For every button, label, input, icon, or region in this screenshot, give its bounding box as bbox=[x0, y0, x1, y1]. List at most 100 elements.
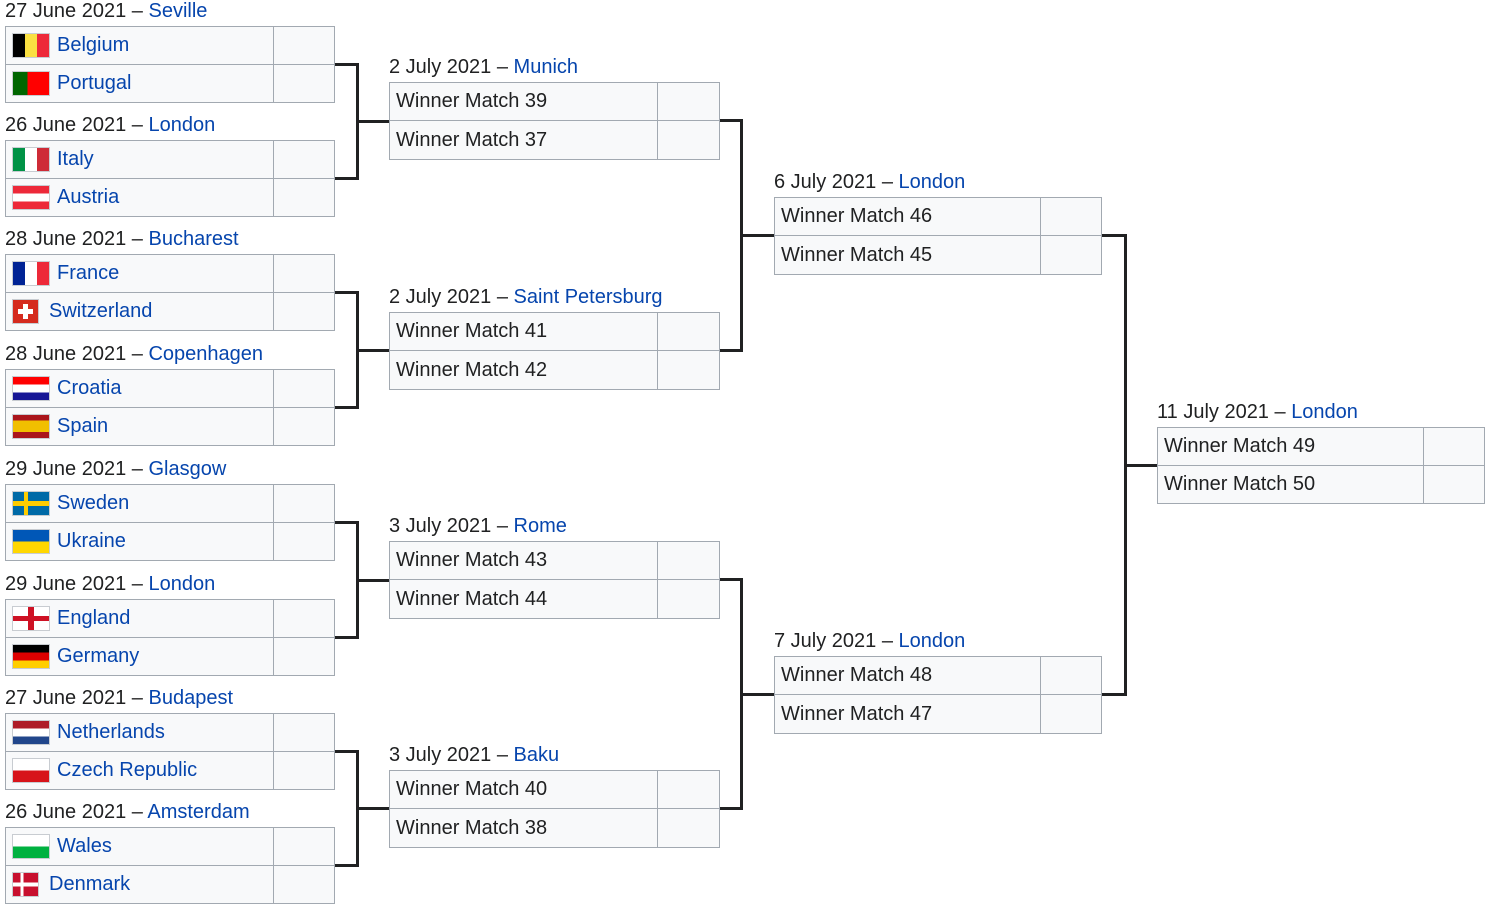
team-name-link[interactable]: Croatia bbox=[57, 377, 122, 399]
qf-match-4-team-2: Winner Match 38 bbox=[389, 808, 658, 848]
team-name-link[interactable]: Czech Republic bbox=[57, 759, 198, 781]
team-name-link[interactable]: Italy bbox=[57, 148, 94, 170]
venue-link[interactable]: Budapest bbox=[148, 687, 233, 709]
sf-match-2-header: 7 July 2021 – London bbox=[774, 630, 965, 652]
match-date: 28 June 2021 bbox=[5, 343, 127, 365]
r16-match-2-score-2 bbox=[273, 178, 335, 217]
sf-match-2-team-2: Winner Match 47 bbox=[774, 694, 1041, 734]
r16-match-3-team-2: Switzerland bbox=[5, 292, 274, 331]
venue-link[interactable]: London bbox=[148, 573, 216, 595]
venue-link[interactable]: London bbox=[1291, 401, 1358, 423]
team-placeholder: Winner Match 40 bbox=[396, 778, 548, 800]
qf-match-4-team-1: Winner Match 40 bbox=[389, 770, 658, 809]
r16-match-5-team-1: Sweden bbox=[5, 484, 274, 523]
portugal-flag-icon bbox=[12, 71, 50, 96]
team-name-link[interactable]: Switzerland bbox=[49, 300, 153, 322]
venue-link[interactable]: Saint Petersburg bbox=[513, 286, 663, 308]
qf-to-sf-connector bbox=[720, 118, 741, 122]
venue-link[interactable]: Rome bbox=[513, 515, 567, 537]
team-name-link[interactable]: Sweden bbox=[57, 492, 130, 514]
qf-match-4-score-2 bbox=[657, 808, 720, 848]
date-separator: – bbox=[491, 286, 514, 308]
venue-link[interactable]: Copenhagen bbox=[148, 343, 264, 365]
sf-match-2-score-1 bbox=[1040, 656, 1102, 695]
team-placeholder: Winner Match 45 bbox=[781, 243, 933, 266]
team-name-link[interactable]: Netherlands bbox=[57, 721, 165, 743]
team-placeholder: Winner Match 38 bbox=[396, 816, 548, 839]
sf-match-1-team-1: Winner Match 46 bbox=[774, 197, 1041, 236]
venue-link[interactable]: Amsterdam bbox=[147, 801, 250, 823]
final-match-1-header: 11 July 2021 – London bbox=[1157, 401, 1358, 423]
r16-match-7-header: 27 June 2021 – Budapest bbox=[5, 687, 233, 709]
date-separator: – bbox=[491, 515, 514, 537]
r16-match-8-team-2: Denmark bbox=[5, 865, 274, 904]
date-separator: – bbox=[491, 56, 514, 78]
date-separator: – bbox=[126, 801, 148, 823]
qf-match-1-score-1 bbox=[657, 82, 720, 121]
sf-to-final-connector bbox=[1102, 233, 1125, 237]
qf-match-1-score-2 bbox=[657, 120, 720, 160]
r16-match-3-header: 28 June 2021 – Bucharest bbox=[5, 228, 239, 250]
match-date: 28 June 2021 bbox=[5, 228, 127, 250]
r16-match-5-header: 29 June 2021 – Glasgow bbox=[5, 458, 226, 480]
team-name-link[interactable]: Ukraine bbox=[57, 530, 126, 552]
team-name-link[interactable]: Germany bbox=[57, 645, 140, 667]
venue-link[interactable]: Baku bbox=[513, 744, 560, 766]
germany-flag-icon bbox=[12, 644, 50, 669]
r16-match-1-team-1: Belgium bbox=[5, 26, 274, 65]
venue-link[interactable]: Glasgow bbox=[148, 458, 227, 480]
date-separator: – bbox=[126, 573, 149, 595]
r16-match-1-header: 27 June 2021 – Seville bbox=[5, 0, 207, 22]
team-placeholder: Winner Match 43 bbox=[396, 549, 548, 571]
r16-to-qf-connector bbox=[357, 578, 389, 582]
date-separator: – bbox=[1268, 401, 1292, 423]
italy-flag-icon bbox=[12, 147, 50, 172]
team-name-link[interactable]: Wales bbox=[57, 835, 112, 857]
r16-to-qf-connector bbox=[335, 863, 357, 867]
team-name-link[interactable]: Spain bbox=[57, 415, 109, 437]
team-name-link[interactable]: Denmark bbox=[49, 873, 131, 895]
r16-match-3-score-2 bbox=[273, 292, 335, 331]
r16-to-qf-connector bbox=[357, 119, 389, 123]
sf-match-1-team-2: Winner Match 45 bbox=[774, 235, 1041, 275]
sf-match-1-score-2 bbox=[1040, 235, 1102, 275]
venue-link[interactable]: Bucharest bbox=[148, 228, 239, 250]
switzerland-flag-icon bbox=[12, 299, 39, 324]
venue-link[interactable]: Seville bbox=[148, 0, 208, 22]
venue-link[interactable]: London bbox=[148, 114, 216, 136]
qf-match-2-team-2: Winner Match 42 bbox=[389, 350, 658, 390]
r16-to-qf-connector bbox=[335, 176, 357, 180]
date-separator: – bbox=[126, 114, 149, 136]
croatia-flag-icon bbox=[12, 376, 50, 401]
ukraine-flag-icon bbox=[12, 529, 50, 554]
venue-link[interactable]: Munich bbox=[513, 56, 579, 78]
england-flag-icon bbox=[12, 606, 50, 631]
sf-match-1-header: 6 July 2021 – London bbox=[774, 171, 965, 193]
r16-to-qf-connector bbox=[335, 405, 357, 409]
match-date: 3 July 2021 bbox=[389, 744, 492, 766]
r16-to-qf-connector bbox=[335, 520, 357, 524]
final-match-1-team-2: Winner Match 50 bbox=[1157, 465, 1424, 504]
date-separator: – bbox=[491, 744, 514, 766]
qf-match-2-score-1 bbox=[657, 312, 720, 351]
r16-match-4-team-2: Spain bbox=[5, 407, 274, 446]
qf-match-3-team-2: Winner Match 44 bbox=[389, 579, 658, 619]
sf-match-1-score-1 bbox=[1040, 197, 1102, 236]
team-name-link[interactable]: France bbox=[57, 262, 120, 284]
r16-match-1-score-1 bbox=[273, 26, 335, 65]
team-name-link[interactable]: Belgium bbox=[57, 34, 130, 56]
venue-link[interactable]: London bbox=[898, 171, 966, 193]
qf-match-3-score-1 bbox=[657, 541, 720, 580]
team-name-link[interactable]: Portugal bbox=[57, 72, 132, 94]
spain-flag-icon bbox=[12, 414, 50, 439]
date-separator: – bbox=[126, 0, 149, 22]
team-placeholder: Winner Match 50 bbox=[1164, 473, 1316, 495]
team-placeholder: Winner Match 42 bbox=[396, 358, 548, 381]
venue-link[interactable]: London bbox=[898, 630, 966, 652]
team-placeholder: Winner Match 44 bbox=[396, 587, 548, 610]
team-name-link[interactable]: England bbox=[57, 607, 131, 629]
r16-match-2-score-1 bbox=[273, 140, 335, 179]
team-name-link[interactable]: Austria bbox=[57, 186, 120, 208]
qf-to-sf-connector bbox=[720, 577, 741, 581]
r16-match-5-score-1 bbox=[273, 484, 335, 523]
